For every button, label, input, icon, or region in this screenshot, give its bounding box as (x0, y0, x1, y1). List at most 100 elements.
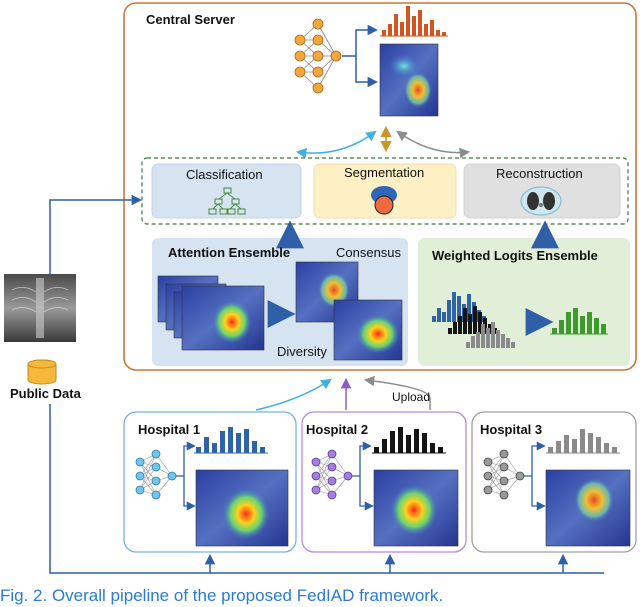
network-edge (139, 453, 157, 491)
histogram-bar (212, 443, 217, 453)
network-node (151, 476, 161, 486)
histogram-bar (594, 318, 599, 334)
histogram-bar (398, 427, 403, 453)
histogram-bar (552, 328, 557, 334)
central-server-box (123, 2, 637, 371)
histogram-bar (466, 342, 470, 348)
hospital-2-histogram (372, 427, 446, 454)
histogram-bar (506, 338, 510, 348)
histogram-bar (478, 312, 482, 334)
wle-green-histogram (550, 308, 608, 335)
network-node (135, 471, 145, 481)
server-logits-histogram (380, 6, 448, 37)
network-node (327, 449, 337, 459)
public-data-label: Public Data (10, 386, 81, 401)
upload-label: Upload (392, 390, 431, 404)
network-node (483, 485, 493, 495)
network-edge (487, 453, 505, 477)
network-node (167, 471, 177, 481)
network-node (483, 457, 493, 467)
consensus-heatmap-image (295, 261, 359, 323)
classification-box (151, 163, 302, 219)
network-node (483, 471, 493, 481)
task-container (141, 157, 629, 225)
histogram-bar (573, 308, 578, 334)
network-node (499, 449, 509, 459)
histogram-bar (511, 342, 515, 348)
histogram-bar (204, 437, 209, 453)
histogram-bar (501, 334, 505, 348)
histogram-bar (572, 439, 577, 453)
histogram-bar (481, 324, 485, 348)
histogram-bar (468, 314, 472, 334)
hospital-1-label: Hospital 1 (138, 422, 201, 437)
hospital-1-network-icon (135, 449, 177, 500)
histogram-bar (467, 294, 471, 322)
histogram-bar (596, 437, 601, 453)
segmentation-label: Segmentation (344, 165, 425, 180)
histogram-bar (382, 439, 387, 453)
network-node (311, 471, 321, 481)
histogram-bar (453, 322, 457, 334)
wle-gray-histogram (466, 322, 515, 348)
hospital-1-heatmap-image (195, 469, 289, 547)
hospital-1-histogram (194, 427, 268, 454)
network-node (135, 485, 145, 495)
histogram-bar (580, 429, 585, 453)
classification-label: Classification (186, 167, 263, 182)
histogram-bar (601, 324, 606, 334)
histogram-bar (418, 10, 422, 36)
histogram-bar (564, 435, 569, 453)
histogram-bar (260, 447, 265, 453)
histogram-bar (580, 316, 585, 334)
network-edge (315, 466, 333, 491)
histogram-bar (390, 431, 395, 453)
network-edge (155, 453, 173, 477)
histogram-bar (382, 30, 386, 36)
diversity-label: Diversity (277, 344, 327, 359)
histogram-bar (556, 441, 561, 453)
histogram-bar (476, 332, 480, 348)
histogram-bar (228, 427, 233, 453)
histogram-bar (448, 328, 452, 334)
histogram-bar (457, 296, 461, 322)
histogram-bar (452, 292, 456, 322)
histogram-bar (548, 447, 553, 453)
network-edge (315, 453, 333, 477)
network-node (311, 457, 321, 467)
histogram-bar (252, 441, 257, 453)
histogram-bar (430, 443, 435, 453)
histogram-bar (424, 24, 428, 36)
histogram-bar (442, 312, 446, 322)
histogram-bar (374, 447, 379, 453)
histogram-bar (406, 6, 410, 36)
histogram-bar (473, 306, 477, 334)
network-node (515, 471, 525, 481)
histogram-bar (447, 300, 451, 322)
histogram-bar (458, 316, 462, 334)
hospital-2-box (301, 411, 467, 553)
histogram-bar (220, 431, 225, 453)
attention-ensemble-title: Attention Ensemble (168, 245, 291, 260)
network-edge (503, 453, 521, 477)
histogram-bar (432, 316, 436, 322)
histogram-bar (559, 320, 564, 334)
network-node (499, 476, 509, 486)
histogram-bar (196, 447, 201, 453)
histogram-bar (442, 32, 446, 36)
histogram-bar (463, 308, 467, 334)
hospital-3-histogram (546, 429, 620, 454)
server-network-icon (294, 18, 342, 94)
histogram-bar (422, 433, 427, 453)
histogram-bar (394, 14, 398, 36)
network-node (151, 490, 161, 500)
central-server-title: Central Server (146, 12, 235, 27)
network-node (327, 476, 337, 486)
network-edge (139, 466, 157, 491)
network-node (151, 462, 161, 472)
diversity-heatmap-image (333, 299, 403, 361)
histogram-bar (406, 435, 411, 453)
weighted-logits-title: Weighted Logits Ensemble (432, 248, 598, 263)
histogram-bar (437, 308, 441, 322)
